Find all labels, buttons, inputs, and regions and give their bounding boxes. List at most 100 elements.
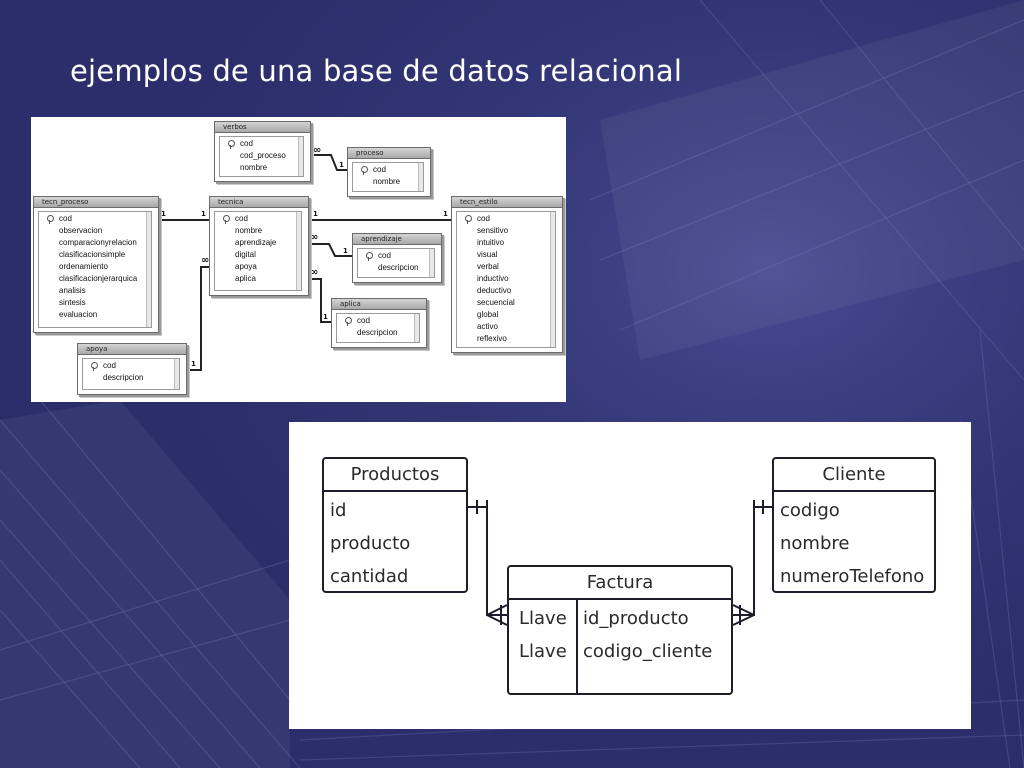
primary-key-icon [345, 316, 352, 326]
cardinality-one-apoya: 1 [191, 360, 196, 368]
table-tecnica-title: tecnica [210, 197, 308, 208]
field-row: global [477, 310, 499, 319]
field-row: secuencial [477, 298, 515, 307]
scrollbar[interactable] [146, 212, 151, 327]
attribute-row: id_producto [583, 608, 689, 629]
field-row: sintesis [59, 298, 86, 307]
cardinality-many-aplica: ∞ [310, 267, 319, 278]
key-label: Llave [519, 608, 567, 629]
field-row: clasificacionjerarquica [59, 274, 138, 283]
attribute-row: nombre [780, 533, 850, 554]
entity-productos-title: Productos [324, 459, 466, 492]
relationship-lines [159, 154, 451, 371]
primary-key-icon [91, 361, 98, 371]
table-aplica-title: aplica [332, 299, 426, 310]
table-tecn-estilo[interactable]: tecn_estilo cod sensitivo intuitivo visu… [451, 196, 563, 353]
field-row: ordenamiento [59, 262, 108, 271]
field-row: cod_proceso [240, 151, 286, 160]
field-row: cod [220, 138, 303, 150]
primary-key-icon [361, 165, 368, 175]
field-row: nombre [235, 226, 263, 235]
field-row: evaluacion [59, 310, 98, 319]
field-row: deductivo [477, 286, 512, 295]
field-row: cod [457, 213, 555, 225]
scrollbar[interactable] [174, 359, 179, 389]
cardinality-many-verbos: ∞ [313, 145, 322, 156]
field-row: digital [235, 250, 256, 259]
field-row: aplica [235, 274, 256, 283]
scrollbar[interactable] [418, 163, 423, 191]
field-row: comparacionyrelacion [59, 238, 137, 247]
field-row: descripcion [357, 328, 398, 337]
entity-cliente-title: Cliente [774, 459, 934, 492]
attribute-row: cantidad [330, 566, 409, 587]
primary-key-icon [228, 139, 235, 149]
table-tecn-proceso-title: tecn_proceso [34, 197, 158, 208]
field-row: cod [358, 250, 434, 262]
er-diagram: Productos id producto cantidad Cliente c… [289, 422, 971, 729]
cardinality-one-proceso: 1 [339, 161, 344, 169]
cardinality-one-tecnica: 1 [201, 210, 206, 218]
table-verbos-title: verbos [215, 122, 310, 133]
field-row: cod [337, 315, 419, 327]
slide-title: ejemplos de una base de datos relacional [70, 54, 683, 88]
scrollbar[interactable] [296, 212, 301, 290]
field-row: reflexivo [477, 334, 507, 343]
cardinality-one-tecn-proceso: 1 [161, 210, 166, 218]
primary-key-icon [47, 214, 54, 224]
attribute-row: producto [330, 533, 411, 554]
scrollbar[interactable] [414, 314, 419, 342]
table-verbos[interactable]: verbos cod cod_proceso nombre [214, 121, 311, 182]
table-proceso[interactable]: proceso cod nombre [347, 147, 431, 197]
field-row: activo [477, 322, 498, 331]
table-tecnica[interactable]: tecnica cod nombre aprendizaje digital a… [209, 196, 309, 296]
attribute-row: numeroTelefono [780, 566, 925, 587]
table-tecn-estilo-title: tecn_estilo [452, 197, 562, 208]
table-apoya-title: apoya [78, 344, 186, 355]
scrollbar[interactable] [298, 137, 303, 176]
attribute-row: codigo [780, 500, 840, 521]
field-row: intuitivo [477, 238, 505, 247]
attribute-row: id [330, 500, 347, 521]
field-row: descripcion [378, 263, 419, 272]
field-row: cod [215, 213, 301, 225]
primary-key-icon [465, 214, 472, 224]
attribute-row: codigo_cliente [583, 641, 713, 662]
table-aprendizaje-title: aprendizaje [353, 234, 441, 245]
field-row: analisis [59, 286, 86, 295]
entity-factura[interactable]: Factura Llave id_producto Llave codigo_c… [507, 565, 733, 695]
field-row: nombre [373, 177, 401, 186]
table-aprendizaje[interactable]: aprendizaje cod descripcion [352, 233, 442, 283]
cardinality-one-aprendizaje: 1 [343, 247, 348, 255]
field-row: visual [477, 250, 498, 259]
scrollbar[interactable] [429, 249, 434, 277]
field-row: sensitivo [477, 226, 509, 235]
primary-key-icon [223, 214, 230, 224]
field-row: nombre [240, 163, 268, 172]
field-row: inductivo [477, 274, 509, 283]
key-column-divider [576, 600, 578, 693]
field-row: descripcion [103, 373, 144, 382]
cardinality-many-apoya: ∞ [201, 255, 210, 266]
cardinality-one-tecn-estilo: 1 [443, 210, 448, 218]
access-relationships-diagram: ∞ 1 1 1 1 1 ∞ 1 ∞ 1 ∞ 1 verbos cod cod_p… [31, 117, 566, 402]
field-row: verbal [477, 262, 499, 271]
table-tecn-proceso[interactable]: tecn_proceso cod observacion comparacion… [33, 196, 159, 333]
entity-factura-title: Factura [509, 567, 731, 600]
table-apoya[interactable]: apoya cod descripcion [77, 343, 187, 395]
cardinality-many-aprendizaje: ∞ [310, 232, 319, 243]
table-proceso-title: proceso [348, 148, 430, 159]
primary-key-icon [366, 251, 373, 261]
table-aplica[interactable]: aplica cod descripcion [331, 298, 427, 348]
cardinality-one-aplica: 1 [323, 313, 328, 321]
key-label: Llave [519, 641, 567, 662]
entity-productos[interactable]: Productos id producto cantidad [322, 457, 468, 593]
relationship-lines [467, 500, 773, 626]
field-row: cod [39, 213, 151, 225]
scrollbar[interactable] [550, 212, 555, 347]
cardinality-one-tecnica-estilo: 1 [313, 210, 318, 218]
entity-cliente[interactable]: Cliente codigo nombre numeroTelefono [772, 457, 936, 593]
field-row: aprendizaje [235, 238, 277, 247]
field-row: clasificacionsimple [59, 250, 126, 259]
field-row: cod [83, 360, 179, 372]
